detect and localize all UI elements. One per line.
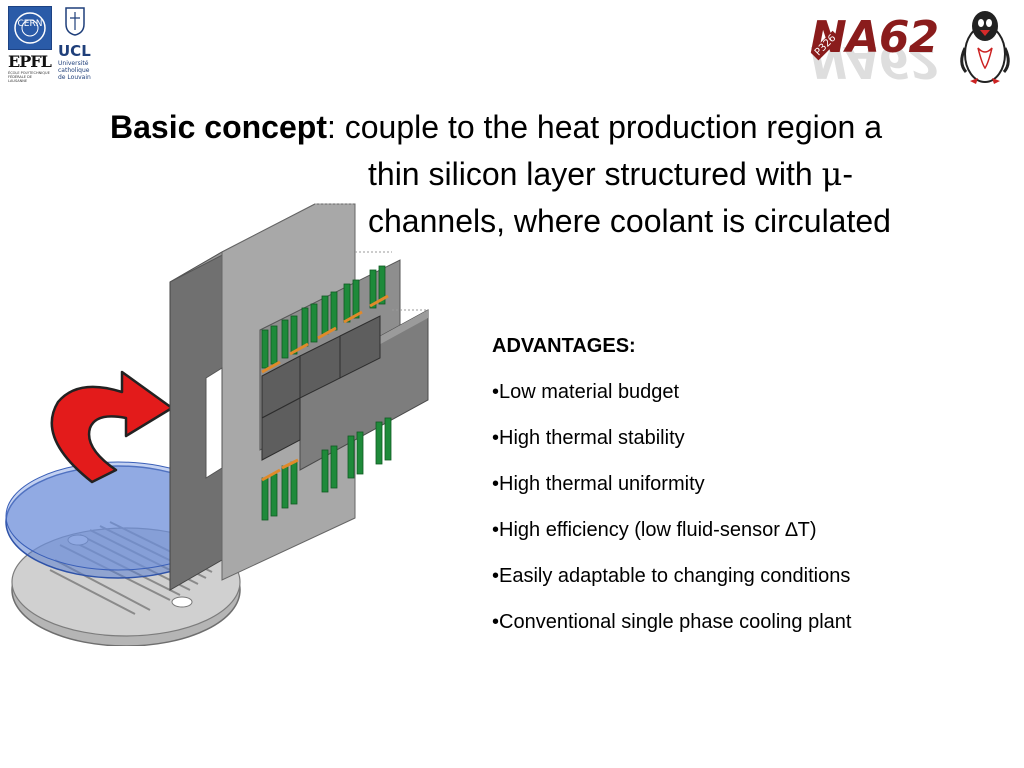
microchannel-cooling-illustration [5,203,429,646]
epfl-logo: EPFL ÉCOLE POLYTECHNIQUE FÉDÉRALE DE LAU… [8,52,52,83]
penguin-icon [960,11,1010,84]
slide-title: Basic concept: couple to the heat produc… [110,104,1010,245]
title-line1: : couple to the heat production region a [326,109,883,145]
title-line2-hyphen: - [842,156,853,192]
ucl-crest-icon [65,7,85,36]
readout-grid [261,315,381,461]
list-item: •High efficiency (low fluid-sensor ∆T) [492,519,817,541]
cern-logo-text: CERN [17,19,43,29]
epfl-logo-mark: EPFL [8,52,52,71]
title-line2: thin silicon layer structured with μ- [110,151,1010,198]
ucl-sub-line: Université [58,60,89,67]
title-line3: channels, where coolant is circulated [368,203,891,239]
title-emphasis: Basic concept [110,109,327,145]
sensor-chips [261,265,392,521]
ucl-logo: UCL Université catholique de Louvain [58,6,96,86]
wire-bonds [261,294,389,482]
mu-symbol: μ [821,155,843,193]
advantages-list: ADVANTAGES: •Low material budget •High t… [492,334,992,656]
list-item: •Low material budget [492,381,680,403]
ucl-sub-line: catholique [58,67,90,74]
list-item: •High thermal stability [492,427,685,449]
institution-logos: CERN EPFL ÉCOLE POLYTECHNIQUE FÉDÉRALE D… [8,6,91,86]
advantages-heading: ADVANTAGES: [492,335,636,357]
ucl-logo-name: UCL [58,42,91,60]
epfl-logo-subtitle: ÉCOLE POLYTECHNIQUE FÉDÉRALE DE LAUSANNE [8,71,50,83]
cern-logo: CERN [8,6,52,50]
list-item: •Conventional single phase cooling plant [492,611,852,633]
na62-logo: NA62 NA62 P326 [800,6,1020,88]
assembly-arrow [50,370,174,484]
ucl-logo-subtitle: Université catholique de Louvain [58,60,96,81]
ucl-sub-line: de Louvain [58,74,91,81]
list-item: •Easily adaptable to changing conditions [492,565,851,587]
list-item: •High thermal uniformity [492,473,705,495]
title-line2-text: thin silicon layer structured with [368,156,822,192]
